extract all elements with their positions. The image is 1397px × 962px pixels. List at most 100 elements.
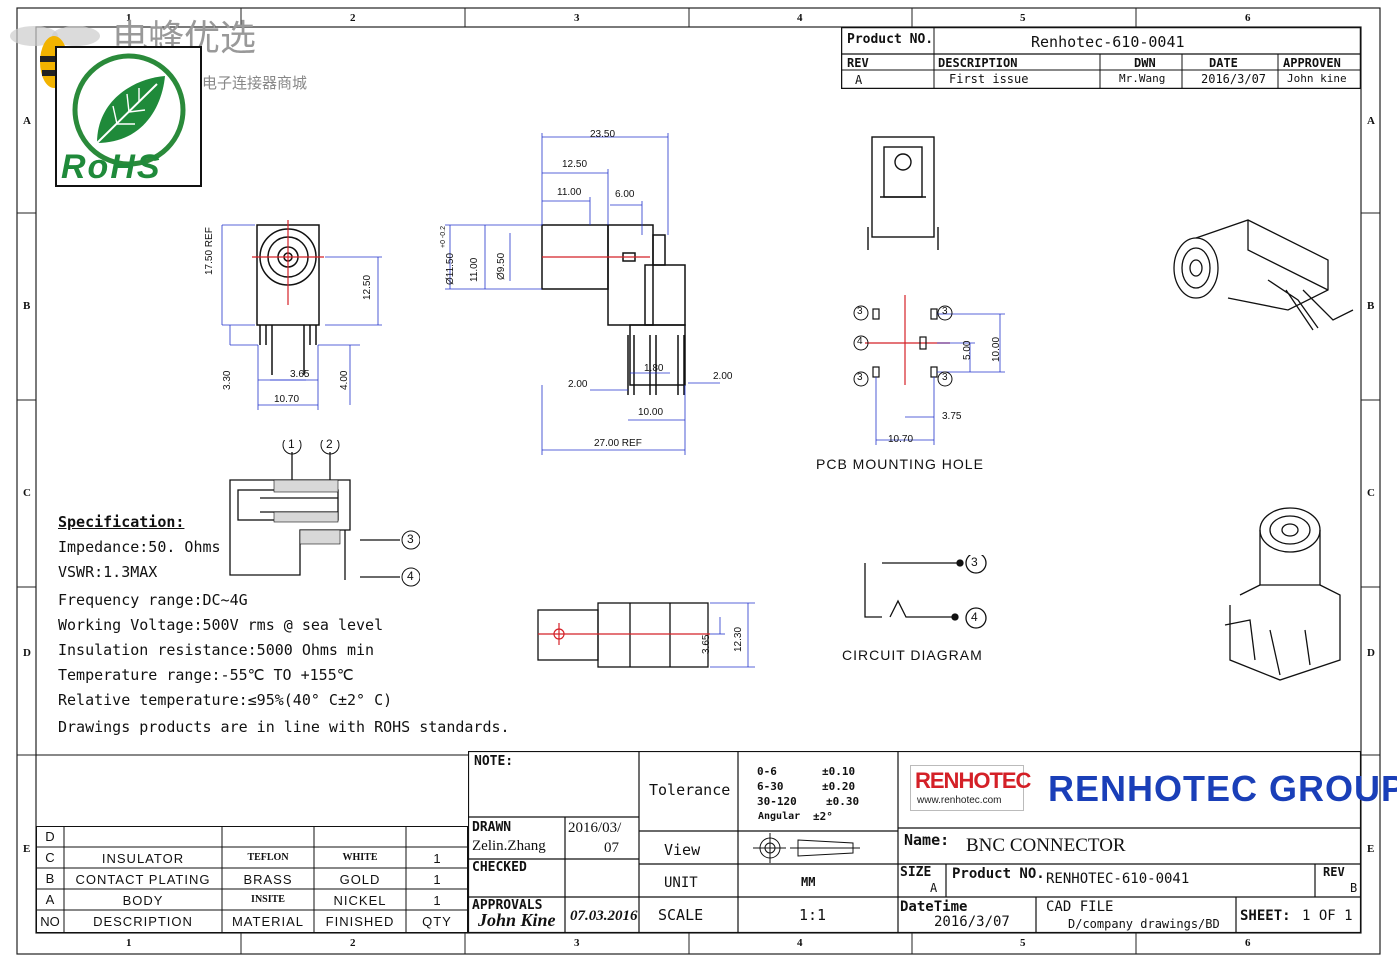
zone-row-e: E [23, 843, 31, 855]
product-no-label: Product NO. [847, 32, 934, 47]
dim-bottom-d2: 12.30 [733, 626, 744, 652]
leaf-icon [72, 53, 186, 167]
front-view [221, 220, 382, 410]
cad-file-value: D/company drawings/BD [1068, 917, 1220, 931]
circuit-diagram [864, 555, 987, 629]
dim-side-dia2: 11.00 [469, 257, 480, 282]
section-callout-2: 2 [326, 437, 333, 451]
zone-row-c-right: C [1367, 487, 1375, 499]
zone-col-6-bottom: 6 [1245, 937, 1251, 949]
zone-col-3: 3 [574, 12, 580, 24]
dim-side-total-ref: 27.00 REF [594, 438, 642, 449]
bom-header-no: NO [40, 914, 60, 929]
description-value: First issue [949, 72, 1029, 86]
tolerance-range: 30-120 [757, 795, 797, 808]
bom-material: INSITE [251, 894, 285, 905]
zone-col-2: 2 [350, 12, 356, 24]
zone-row-b: B [23, 300, 31, 312]
bom-qty: 1 [433, 851, 441, 866]
approvals-signature: John Kine [478, 910, 556, 930]
unit-label: UNIT [664, 875, 698, 891]
dim-side-seg1: 12.50 [562, 159, 588, 170]
circuit-diagram-title: CIRCUIT DIAGRAM [842, 647, 983, 663]
date-label: DATE [1209, 56, 1238, 70]
size-value: A [930, 881, 938, 895]
zone-col-4: 4 [797, 12, 803, 24]
bee-icon [10, 26, 100, 88]
zone-col-3-bottom: 3 [574, 937, 580, 949]
checked-label: CHECKED [472, 860, 527, 875]
sheet-label: SHEET: [1240, 908, 1291, 924]
spec-line: Relative temperature:≤95%(40° C±2° C) [58, 691, 393, 709]
bom-no: B [45, 871, 55, 886]
zone-col-1-bottom: 1 [126, 937, 132, 949]
renhotec-logo: RENHOTEC www.renhotec.com [910, 765, 1031, 811]
bom-no: A [45, 892, 55, 907]
bom-description: INSULATOR [101, 851, 185, 866]
dim-front-h-ref: 17.50 REF [204, 227, 215, 275]
bom-table: D C INSULATOR TEFLON WHITE 1 B CONTACT P… [36, 826, 468, 933]
zone-row-d-right: D [1367, 647, 1375, 659]
approvals-date: 07.03.2016 [570, 908, 638, 924]
dim-side-dia1: Ø11.50 [445, 252, 456, 285]
circuit-callout-4: 4 [971, 610, 978, 624]
section-callout-4: 4 [407, 569, 414, 583]
titleblock-product-no-label: Product NO. [952, 866, 1045, 882]
tolerance-range: 6-30 [757, 780, 784, 793]
name-value: BNC CONNECTOR [966, 835, 1126, 856]
dim-side-pin: 1.80 [644, 363, 664, 374]
zone-col-2-bottom: 2 [350, 937, 356, 949]
company-name: RENHOTEC GROUP [1048, 768, 1397, 809]
tolerance-value: ±0.10 [822, 765, 856, 778]
bom-finished: NICKEL [333, 893, 387, 908]
pcb-callout-4: 4 [857, 336, 863, 347]
dim-side-right: 2.00 [713, 371, 733, 382]
pcb-callout-3c: 3 [857, 372, 863, 383]
pcb-callout-3d: 3 [942, 372, 948, 383]
dim-pcb-h1: 10.00 [991, 336, 1002, 362]
bom-description: CONTACT PLATING [75, 872, 211, 887]
spec-line: Working Voltage:500V rms @ sea level [58, 616, 384, 634]
bottom-view [537, 602, 755, 668]
zone-row-d: D [23, 647, 31, 659]
zone-row-b-right: B [1367, 300, 1375, 312]
zone-col-6: 6 [1245, 12, 1251, 24]
dim-bottom-d1: 3.65 [701, 634, 712, 654]
top-view [867, 136, 939, 250]
rev-label: REV [847, 56, 869, 70]
description-label: DESCRIPTION [938, 56, 1018, 70]
view-symbol-icon [753, 833, 860, 863]
tolerance-range: Angular [758, 811, 801, 822]
isometric-view-bottom [1224, 507, 1341, 681]
logo-url: www.renhotec.com [917, 795, 1002, 806]
sheet-value: 1 OF 1 [1302, 908, 1353, 924]
title-block: NOTE: DRAWN Zelin.Zhang 2016/03/ 07 CHEC… [468, 751, 1397, 933]
spec-line: Insulation resistance:5000 Ohms min [58, 641, 375, 659]
bom-material: BRASS [243, 872, 293, 887]
scale-label: SCALE [658, 906, 704, 924]
dim-front-pin-offset: 3.30 [222, 370, 233, 390]
dim-pcb-h2: 5.00 [962, 340, 973, 360]
name-label: Name: [904, 831, 950, 849]
zone-col-1: 1 [126, 12, 132, 24]
size-label: SIZE [900, 865, 932, 880]
bom-header-finished: FINISHED [325, 914, 395, 929]
dim-side-seg3: 6.00 [615, 189, 635, 200]
revision-block: Product NO. Renhotec-610-0041 REV DESCRI… [841, 27, 1361, 89]
datetime-label: DateTime [900, 899, 968, 915]
approven-label: APPROVEN [1283, 56, 1341, 70]
zone-col-5: 5 [1020, 12, 1026, 24]
tolerance-range: 0-6 [757, 765, 777, 778]
spec-heading: Specification: [58, 513, 185, 531]
scale-value: 1:1 [799, 906, 827, 924]
dim-side-dia1-tol: +0 -0.2 [440, 226, 447, 248]
titleblock-product-no-value: RENHOTEC-610-0041 [1046, 871, 1190, 887]
bom-no: C [45, 850, 55, 865]
rohs-text: RoHS [61, 148, 162, 186]
dim-front-width: 10.70 [274, 394, 300, 405]
approven-value: John kine [1287, 72, 1347, 85]
bom-header-qty: QTY [422, 914, 452, 929]
date-value: 2016/3/07 [1201, 72, 1267, 86]
dim-front-pin-len: 4.00 [339, 370, 350, 390]
